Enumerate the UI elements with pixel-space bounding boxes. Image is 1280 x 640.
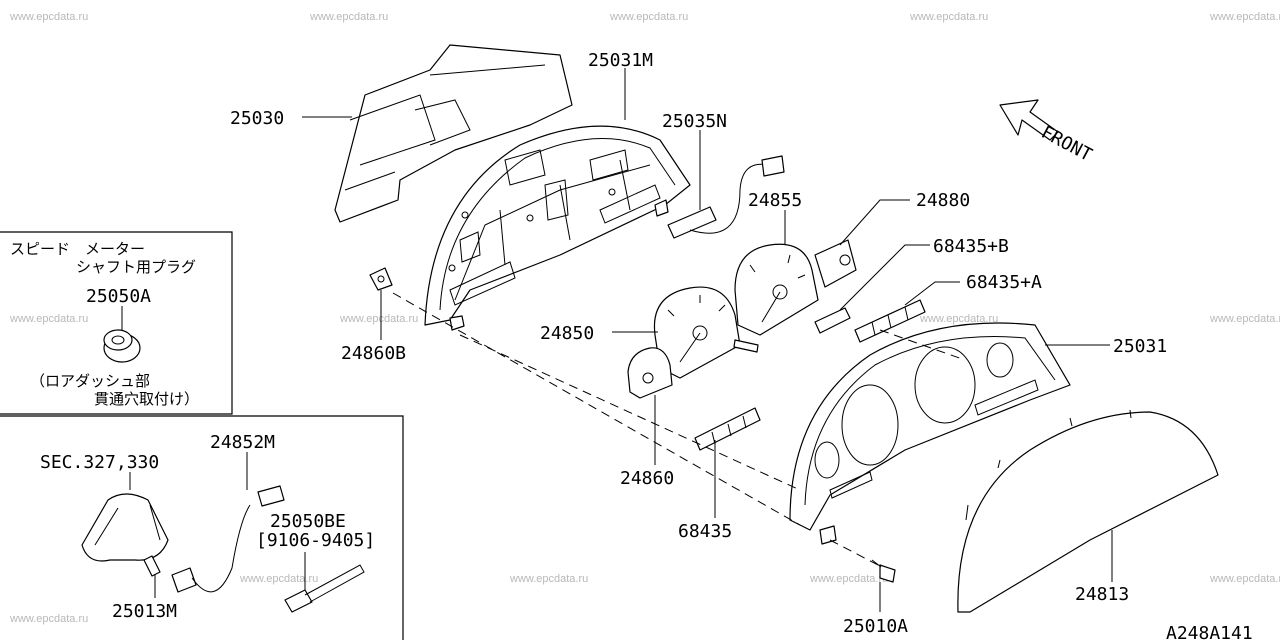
- watermark: www.epcdata.ru: [509, 573, 588, 585]
- part-24855-gauge: [734, 243, 819, 336]
- watermark: www.epcdata.ru: [9, 613, 88, 625]
- part-25035N-harness: [667, 155, 785, 239]
- label-68435A: 68435+A: [966, 272, 1042, 293]
- watermark: www.epcdata.ru: [339, 313, 418, 325]
- watermark: www.epcdata.ru: [309, 11, 388, 23]
- label-24880: 24880: [916, 190, 970, 211]
- part-68435A: [854, 299, 926, 343]
- label-sec: SEC.327,330: [40, 452, 159, 473]
- part-25030-hood: [334, 44, 573, 223]
- label-68435: 68435: [678, 521, 732, 542]
- label-24860: 24860: [620, 468, 674, 489]
- label-25010A: 25010A: [843, 616, 908, 637]
- part-24860B-clip: [369, 267, 393, 291]
- watermark: www.epcdata.ru: [609, 11, 688, 23]
- label-24850: 24850: [540, 323, 594, 344]
- plug-title-line2: シャフト用プラグ: [76, 258, 196, 276]
- watermark: www.epcdata.ru: [1209, 11, 1280, 23]
- plug-note-line2: 貫通穴取付け）: [94, 390, 199, 408]
- watermark: www.epcdata.ru: [919, 313, 998, 325]
- label-24855: 24855: [748, 190, 802, 211]
- watermark: www.epcdata.ru: [809, 573, 888, 585]
- inset-plug: スピード メーター シャフト用プラグ 25050A （ロアダッシュ部 貫通穴取付…: [0, 231, 233, 415]
- part-25010A-screw: [871, 559, 896, 583]
- front-arrow: FRONT: [999, 99, 1096, 166]
- assembly-line: [879, 329, 966, 361]
- label-24860B: 24860B: [341, 343, 406, 364]
- part-68435: [694, 407, 761, 451]
- label-24813: 24813: [1075, 584, 1129, 605]
- watermark: www.epcdata.ru: [9, 11, 88, 23]
- label-25013M: 25013M: [112, 601, 177, 622]
- assembly-line: [392, 292, 801, 526]
- label-25050A: 25050A: [86, 286, 151, 307]
- label-24852M: 24852M: [210, 432, 275, 453]
- inset-sensor: SEC.327,330 24852M 25050BE [9106-9405] 2…: [0, 415, 404, 640]
- label-68435B: 68435+B: [933, 236, 1009, 257]
- watermark: www.epcdata.ru: [1209, 313, 1280, 325]
- part-24850-speedometer: [653, 286, 759, 379]
- label-25031: 25031: [1113, 336, 1167, 357]
- watermark: www.epcdata.ru: [909, 11, 988, 23]
- plug-part: [103, 329, 141, 363]
- leader-lines: [302, 68, 1113, 612]
- plug-title-line1: スピード メーター: [10, 240, 145, 258]
- diagram-code: A248A141: [1166, 623, 1253, 640]
- speed-sensor: [143, 485, 285, 593]
- label-25050BE: 25050BE: [270, 511, 346, 532]
- transmission-housing: [81, 493, 169, 562]
- clip-25050BE: [284, 564, 365, 613]
- label-25030: 25030: [230, 108, 284, 129]
- part-68435B: [814, 307, 851, 334]
- label-range: [9106-9405]: [256, 530, 375, 551]
- assembly-line: [829, 539, 879, 566]
- label-25035N: 25035N: [662, 111, 727, 132]
- part-25031-bezel: [789, 322, 1071, 545]
- front-label: FRONT: [1038, 122, 1096, 166]
- part-24880: [814, 239, 857, 288]
- part-24860-gauge: [627, 347, 673, 399]
- watermark: www.epcdata.ru: [9, 313, 88, 325]
- part-25031M-housing: [424, 125, 691, 331]
- label-25031M: 25031M: [588, 50, 653, 71]
- plug-note-line1: （ロアダッシュ部: [30, 372, 150, 390]
- watermark: www.epcdata.ru: [1209, 573, 1280, 585]
- watermark: www.epcdata.ru: [239, 573, 318, 585]
- part-24813-glass: [957, 409, 1219, 613]
- assembly-line: [459, 334, 801, 491]
